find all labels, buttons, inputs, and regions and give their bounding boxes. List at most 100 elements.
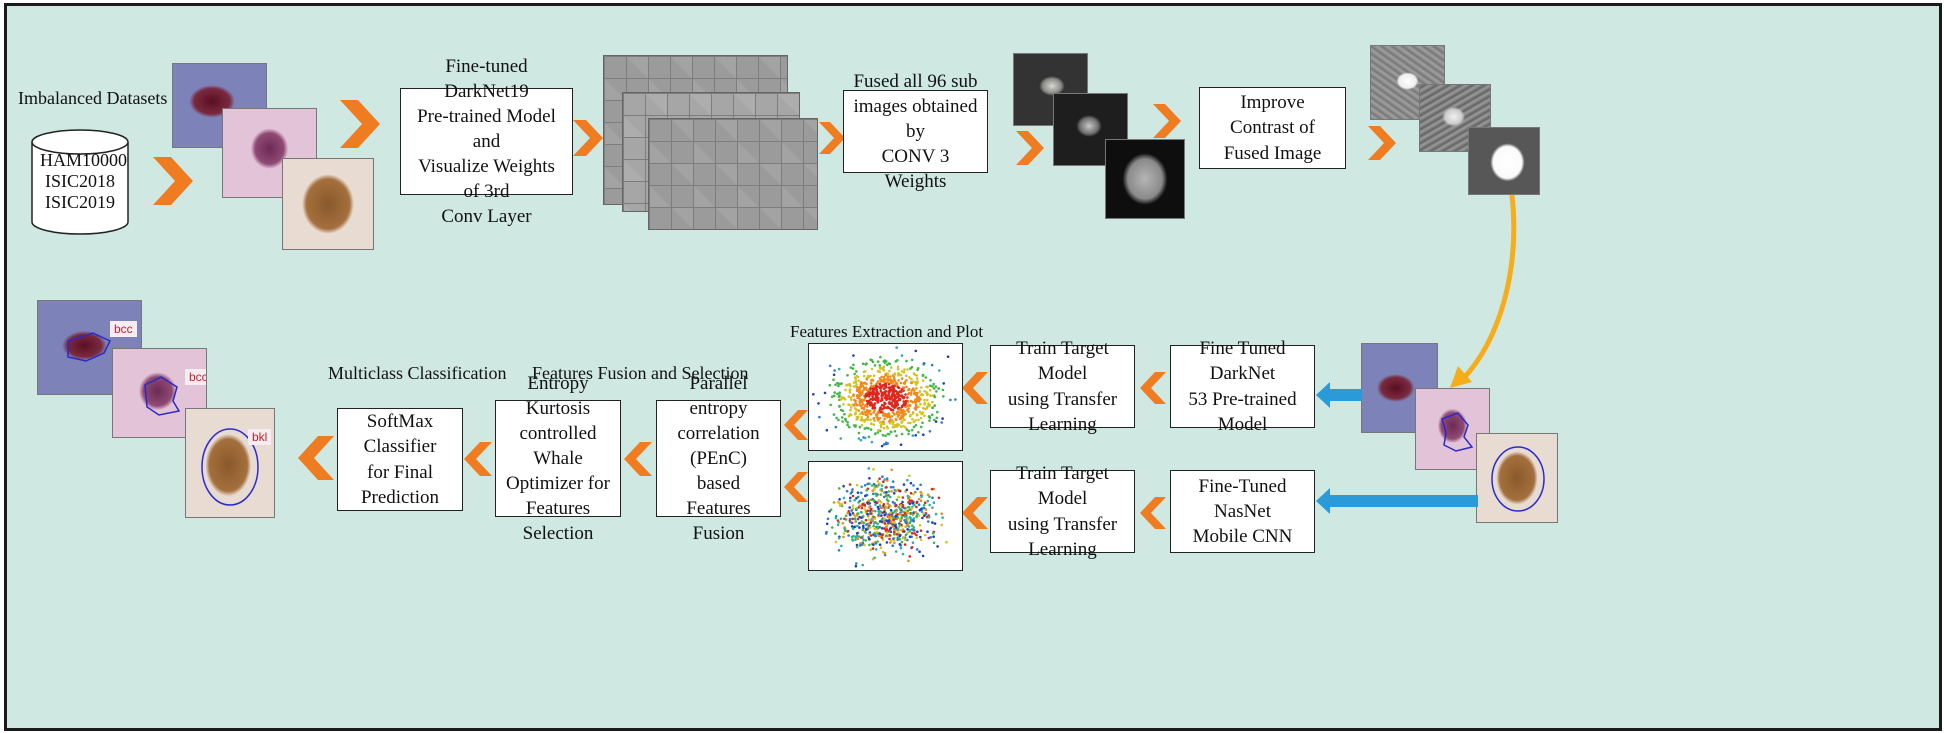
scatter-point [853,398,856,402]
scatter-point [838,394,841,397]
scatter-point [872,543,875,546]
scatter-point [886,415,889,419]
scatter-point [882,480,885,483]
scatter-point [849,513,852,517]
scatter-point [876,540,879,543]
scatter-point [914,391,917,395]
scatter-point [923,403,926,406]
segmentation-outline-icon [1441,412,1474,452]
scatter-point [883,517,886,520]
scatter-point [900,432,904,436]
scatter-point [837,384,840,388]
scatter-point [928,495,931,498]
chevron-arrow-icon [784,410,808,440]
scatter-point [911,434,915,437]
scatter-point [853,499,856,502]
scatter-point [915,413,919,417]
scatter-point [921,421,924,425]
scatter-point [932,382,935,386]
scatter-point [888,534,892,537]
scatter-point [902,536,905,539]
scatter-point [915,377,919,380]
scatter-point [909,481,913,485]
scatter-point [866,515,870,518]
scatter-point [915,548,919,551]
scatter-point [883,402,886,406]
dataset-name: HAM10000 [40,150,128,170]
scatter-point [861,362,865,366]
scatter-point [846,529,850,533]
scatter-point [878,525,882,529]
scatter-point [857,409,860,412]
scatter-point [860,418,863,422]
scatter-point [845,383,848,387]
scatter-point [859,438,863,442]
scatter-point [866,413,869,417]
scatter-point [870,512,873,515]
scatter-point [901,503,905,507]
scatter-point [896,400,899,403]
scatter-point [894,504,897,508]
scatter-point [907,511,910,515]
scatter-point [928,419,931,422]
scatter-point [904,426,907,429]
scatter-point [891,381,894,384]
scatter-point [908,530,912,533]
scatter-point [919,416,923,420]
scatter-point [878,511,881,515]
scatter-point [874,492,877,495]
scatter-point [890,401,894,405]
scatter-point [849,496,852,500]
scatter-point [914,419,917,422]
scatter-point [870,440,874,444]
scatter-point [915,374,919,377]
scatter-point [894,402,897,405]
scatter-point [876,393,879,396]
scatter-point [911,417,914,421]
scatter-point [941,417,944,420]
chevron-arrow-icon [1140,497,1166,529]
scatter-point [885,477,889,480]
scatter-point [876,381,879,385]
scatter-point [872,416,876,420]
scatter-point [839,408,843,412]
scatter-point [838,391,841,394]
scatter-point [866,418,870,421]
scatter-point [866,501,869,504]
scatter-point [922,503,926,507]
scatter-point [893,528,897,532]
scatter-point [860,404,863,408]
scatter-point [927,520,930,523]
scatter-point [867,388,870,392]
scatter-point [917,514,921,517]
scatter-point [864,518,868,522]
scatter-point [825,522,829,526]
scatter-point [882,383,885,387]
scatter-point [872,524,875,528]
scatter-point [868,505,871,509]
scatter-point [854,425,857,428]
scatter-point [887,382,891,386]
scatter-point [899,528,902,532]
scatter-point [941,516,944,519]
chevron-arrow-icon [962,497,988,529]
scatter-point [893,488,896,492]
scatter-point [872,384,875,388]
scatter-point [860,491,863,495]
scatter-point [849,396,853,399]
scatter-point [869,381,873,385]
scatter-point [856,531,859,535]
scatter-point [888,537,891,541]
scatter-point [898,513,902,516]
scatter-point [861,410,864,414]
scatter-point [882,495,886,499]
scatter-point [910,499,913,502]
scatter-point [878,532,882,536]
scatter-point [923,398,926,402]
scatter-point [869,412,873,416]
scatter-point [903,512,907,515]
scatter-point [877,507,880,511]
scatter-point [870,484,874,487]
scatter-point [840,416,844,419]
scatter-point [890,513,894,516]
